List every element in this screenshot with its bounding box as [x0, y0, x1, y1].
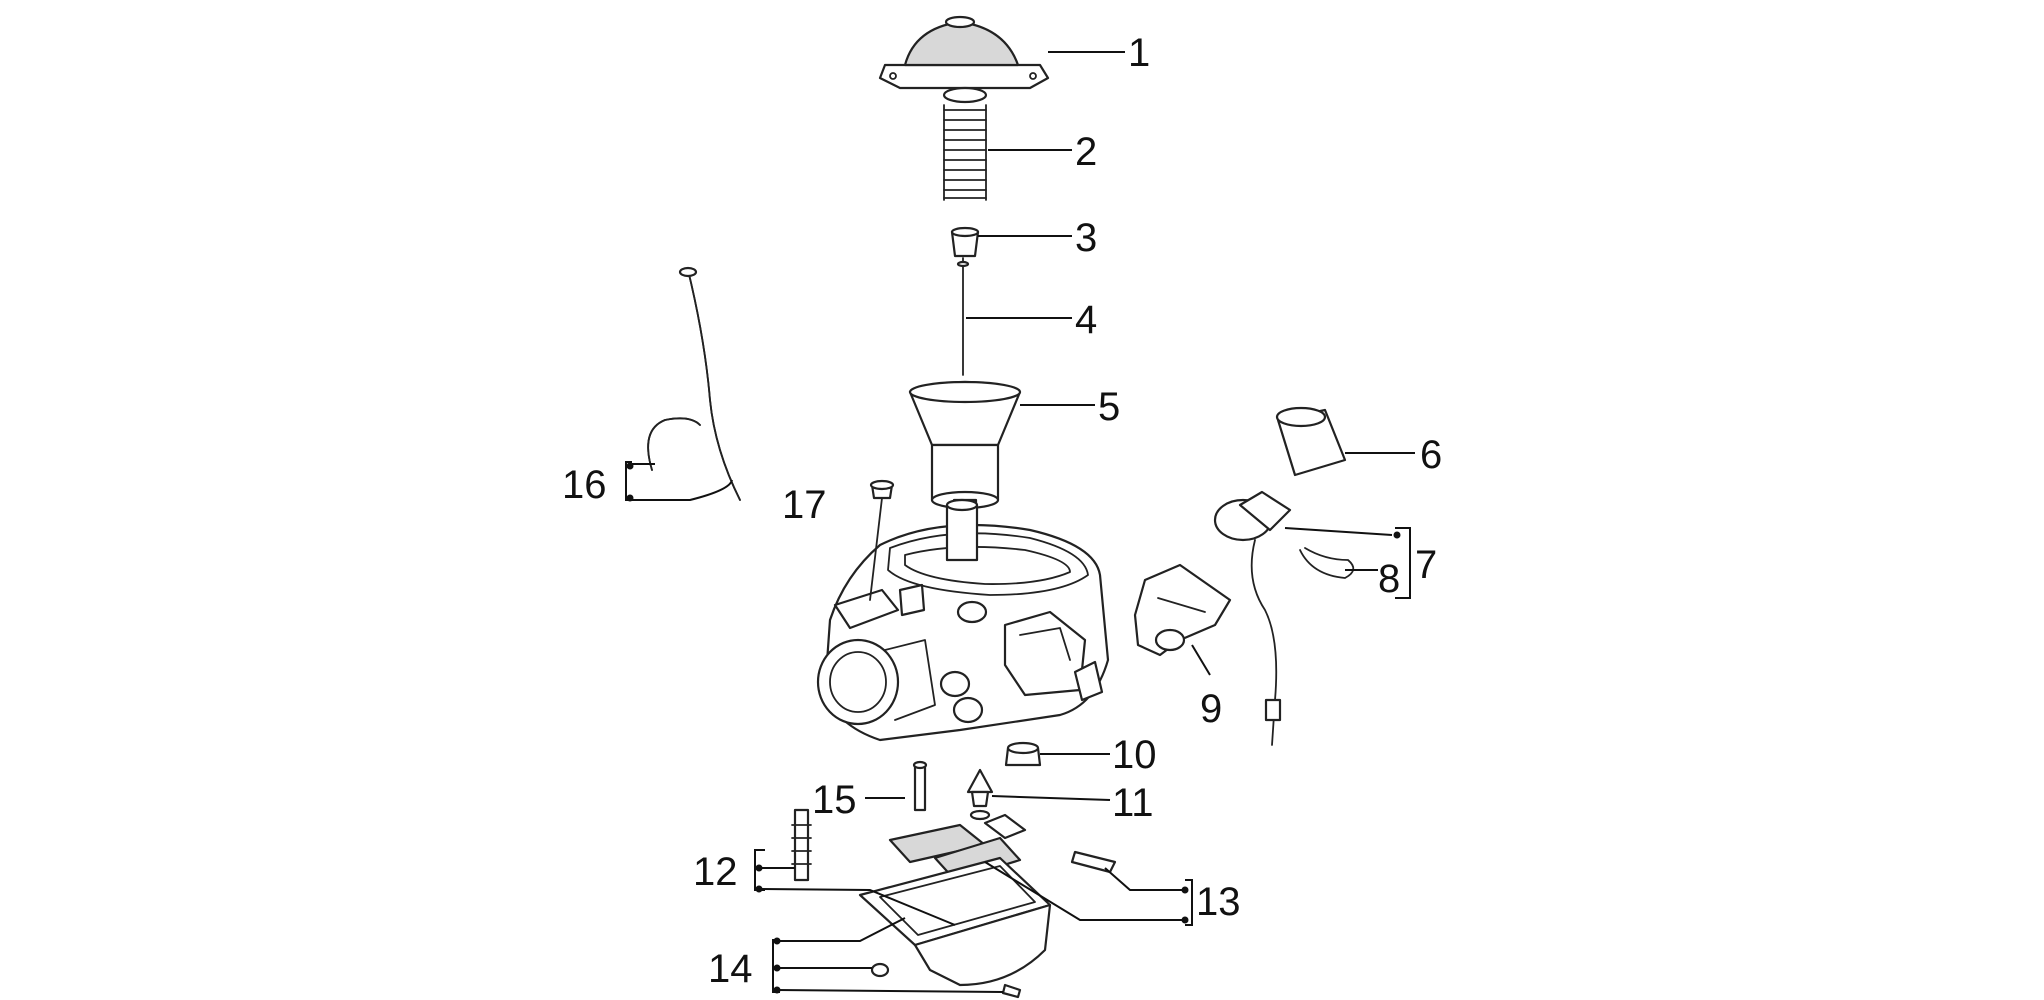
part-nut — [1004, 741, 1042, 767]
part-cover — [878, 15, 1050, 90]
part-screw-17 — [869, 479, 895, 601]
callout-1: 1 — [1128, 31, 1150, 75]
part-screw-12 — [791, 808, 812, 882]
callout-5: 5 — [1098, 385, 1120, 429]
callout-8: 8 — [1378, 557, 1400, 601]
callout-10: 10 — [1112, 733, 1157, 777]
callout-14: 14 — [708, 947, 753, 991]
carburetor-body — [816, 498, 1110, 742]
callout-numbers: 1 2 3 4 5 6 7 8 9 10 11 12 13 14 15 16 1… — [562, 31, 1442, 991]
callout-13: 13 — [1196, 880, 1241, 924]
leader-dots — [626, 462, 1401, 994]
callout-9: 9 — [1200, 687, 1222, 731]
part-retainer — [950, 226, 980, 258]
callout-2: 2 — [1075, 130, 1097, 174]
part-clip — [1299, 547, 1355, 579]
callout-3: 3 — [1075, 216, 1097, 260]
part-slide-diaphragm — [908, 380, 1022, 522]
part-choke — [1213, 490, 1292, 746]
callout-11: 11 — [1112, 781, 1154, 825]
callout-16: 16 — [562, 463, 607, 507]
leader-lines — [625, 51, 1415, 993]
callout-17: 17 — [782, 483, 827, 527]
part-float-needle — [966, 768, 994, 821]
callout-4: 4 — [1075, 298, 1097, 342]
callout-7: 7 — [1415, 543, 1437, 587]
part-hose — [647, 266, 741, 501]
callout-15: 15 — [812, 778, 857, 822]
part-float-bowl — [858, 856, 1052, 999]
part-needle — [956, 257, 970, 376]
part-spring — [942, 86, 988, 201]
part-jet — [912, 760, 928, 812]
callout-12: 12 — [693, 850, 738, 894]
part-cover-plate — [1133, 563, 1232, 657]
callout-6: 6 — [1420, 433, 1442, 477]
part-sleeve — [1275, 406, 1347, 477]
